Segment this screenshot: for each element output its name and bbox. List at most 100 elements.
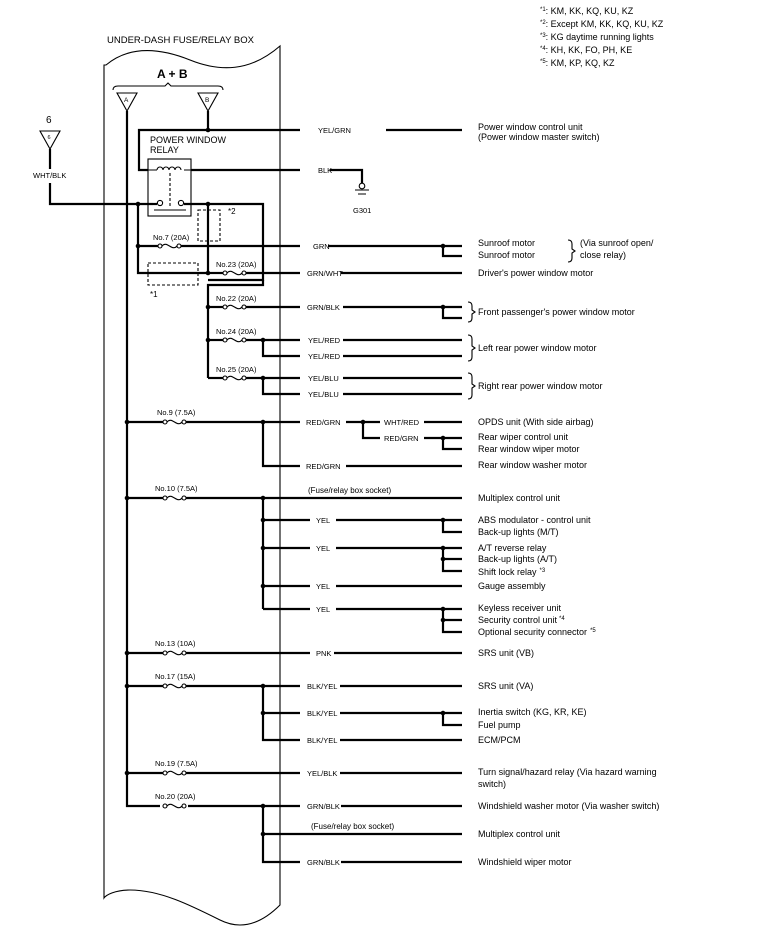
relay-label-2: RELAY (150, 145, 179, 155)
brace-left-rear (467, 334, 476, 362)
fuse-9-label: No.9 (7.5A) (157, 408, 196, 417)
dest-opds: OPDS unit (With side airbag) (478, 417, 594, 427)
wht-blk-wire (48, 149, 153, 206)
dest-at-reverse: A/T reverse relay (478, 543, 547, 553)
variant-2-block (197, 209, 221, 242)
fuse-10-label: No.10 (7.5A) (155, 484, 198, 493)
power-group-brace (112, 82, 224, 91)
fuse-19-label: No.19 (7.5A) (155, 759, 198, 768)
wire-grn: GRN (313, 242, 330, 251)
variant-1-block (147, 262, 199, 286)
wire-yel-red-1: YEL/RED (308, 336, 341, 345)
svg-text:B: B (205, 97, 209, 104)
dest-gauge: Gauge assembly (478, 581, 546, 591)
brace-front-pass (467, 301, 476, 323)
dest-rear-wiper-ctrl: Rear wiper control unit (478, 432, 569, 442)
wire-yel-red-2: YEL/RED (308, 352, 341, 361)
dest-backup-at: Back-up lights (A/T) (478, 554, 557, 564)
note-1: *1: KM, KK, KQ, KU, KZ (540, 6, 634, 16)
dest-multiplex-1: Multiplex control unit (478, 493, 561, 503)
variant-1-mark: *1 (150, 290, 158, 299)
fuse-10-icon (127, 495, 462, 501)
fuse-box-outline (103, 44, 281, 926)
dest-srs-vb: SRS unit (VB) (478, 648, 534, 658)
fuse-13-label: No.13 (10A) (155, 639, 196, 648)
dest-pw-master-switch: (Power window master switch) (478, 132, 600, 142)
fuse-7-icon (138, 243, 300, 249)
svg-text:6: 6 (48, 135, 51, 141)
wire-red-grn-1: RED/GRN (306, 418, 341, 427)
fuse-17-icon (127, 683, 300, 689)
dest-sunroof-note-1: (Via sunroof open/ (580, 238, 654, 248)
wire-pnk: PNK (316, 649, 331, 658)
note-2: *2: Except KM, KK, KQ, KU, KZ (540, 19, 664, 29)
dest-driver-pw: Driver's power window motor (478, 268, 593, 278)
wire-yel-1: YEL (316, 516, 330, 525)
brace-sunroof (567, 239, 576, 263)
wire-wht-blk: WHT/BLK (33, 171, 66, 180)
dest-sunroof-note-2: close relay) (580, 250, 626, 260)
brace-right-rear (467, 372, 476, 400)
dest-turn-signal-2: switch) (478, 779, 506, 789)
note-3: *3: KG daytime running lights (540, 32, 654, 42)
fuse-box-title: UNDER-DASH FUSE/RELAY BOX (107, 35, 255, 46)
relay-label-1: POWER WINDOW (150, 135, 226, 145)
dest-rear-washer: Rear window washer motor (478, 460, 587, 470)
input-6-label: 6 (46, 115, 52, 126)
note-5: *5: KM, KP, KQ, KZ (540, 58, 615, 68)
fuse-17-label: No.17 (15A) (155, 672, 196, 681)
fuse-19-icon (127, 770, 300, 776)
wire-blk-yel-2: BLK/YEL (307, 709, 337, 718)
wire-blk-yel-1: BLK/YEL (307, 682, 337, 691)
dest-inertia: Inertia switch (KG, KR, KE) (478, 707, 587, 717)
fuse-7-label: No.7 (20A) (153, 233, 190, 242)
fuse-20-label: No.20 (20A) (155, 792, 196, 801)
ground-g301-icon (355, 182, 369, 195)
wire-yel-blu-2: YEL/BLU (308, 390, 339, 399)
dest-keyless: Keyless receiver unit (478, 603, 562, 613)
fuse-25-label: No.25 (20A) (216, 365, 257, 374)
dest-srs-va: SRS unit (VA) (478, 681, 533, 691)
bus-a (125, 111, 300, 808)
variant-notes: *1: KM, KK, KQ, KU, KZ *2: Except KM, KK… (540, 6, 664, 68)
power-group-label: A + B (157, 67, 188, 81)
fuse-23-icon (208, 270, 300, 276)
dest-left-rear-pw: Left rear power window motor (478, 343, 597, 353)
socket-label-2: (Fuse/relay box socket) (311, 822, 394, 831)
destination-labels: Power window control unit (Power window … (478, 122, 659, 867)
wire-grn-blk-1: GRN/BLK (307, 303, 340, 312)
fuse-22-label: No.22 (20A) (216, 294, 257, 303)
socket-label-1: (Fuse/relay box socket) (308, 486, 391, 495)
svg-text:A: A (124, 97, 129, 104)
wire-grn-blk-2: GRN/BLK (307, 802, 340, 811)
wire-red-grn-2: RED/GRN (384, 434, 419, 443)
dest-front-pass-pw: Front passenger's power window motor (478, 307, 635, 317)
dest-pw-control: Power window control unit (478, 122, 583, 132)
fuse-24-icon (208, 337, 300, 343)
terminal-6: 6 (39, 130, 61, 151)
note-4: *4: KH, KK, FO, PH, KE (540, 45, 632, 55)
terminal-b: B (197, 92, 219, 113)
wire-yel-2: YEL (316, 544, 330, 553)
dest-turn-signal-1: Turn signal/hazard relay (Via hazard war… (478, 767, 657, 777)
dest-sunroof-2: Sunroof motor (478, 250, 535, 260)
fuse-22-icon (208, 304, 300, 310)
dest-ws-washer: Windshield washer motor (Via washer swit… (478, 801, 659, 811)
wire-yel-grn: YEL/GRN (318, 126, 351, 135)
wire-wht-red: WHT/RED (384, 418, 420, 427)
dest-security: Security control unit*4 (478, 615, 565, 625)
wire-grn-wht: GRN/WHT (307, 269, 343, 278)
wire-yel-blk: YEL/BLK (307, 769, 337, 778)
terminal-a: A (116, 92, 138, 113)
dest-multiplex-2: Multiplex control unit (478, 829, 561, 839)
dest-ws-wiper: Windshield wiper motor (478, 857, 572, 867)
fuse-23-label: No.23 (20A) (216, 260, 257, 269)
ground-label: G301 (353, 206, 371, 215)
variant-2-mark: *2 (228, 207, 236, 216)
wire-yel-blu-1: YEL/BLU (308, 374, 339, 383)
dest-backup-mt: Back-up lights (M/T) (478, 527, 559, 537)
dest-opt-security: Optional security connector*5 (478, 627, 596, 637)
dest-right-rear-pw: Right rear power window motor (478, 381, 603, 391)
dest-abs: ABS modulator - control unit (478, 515, 591, 525)
